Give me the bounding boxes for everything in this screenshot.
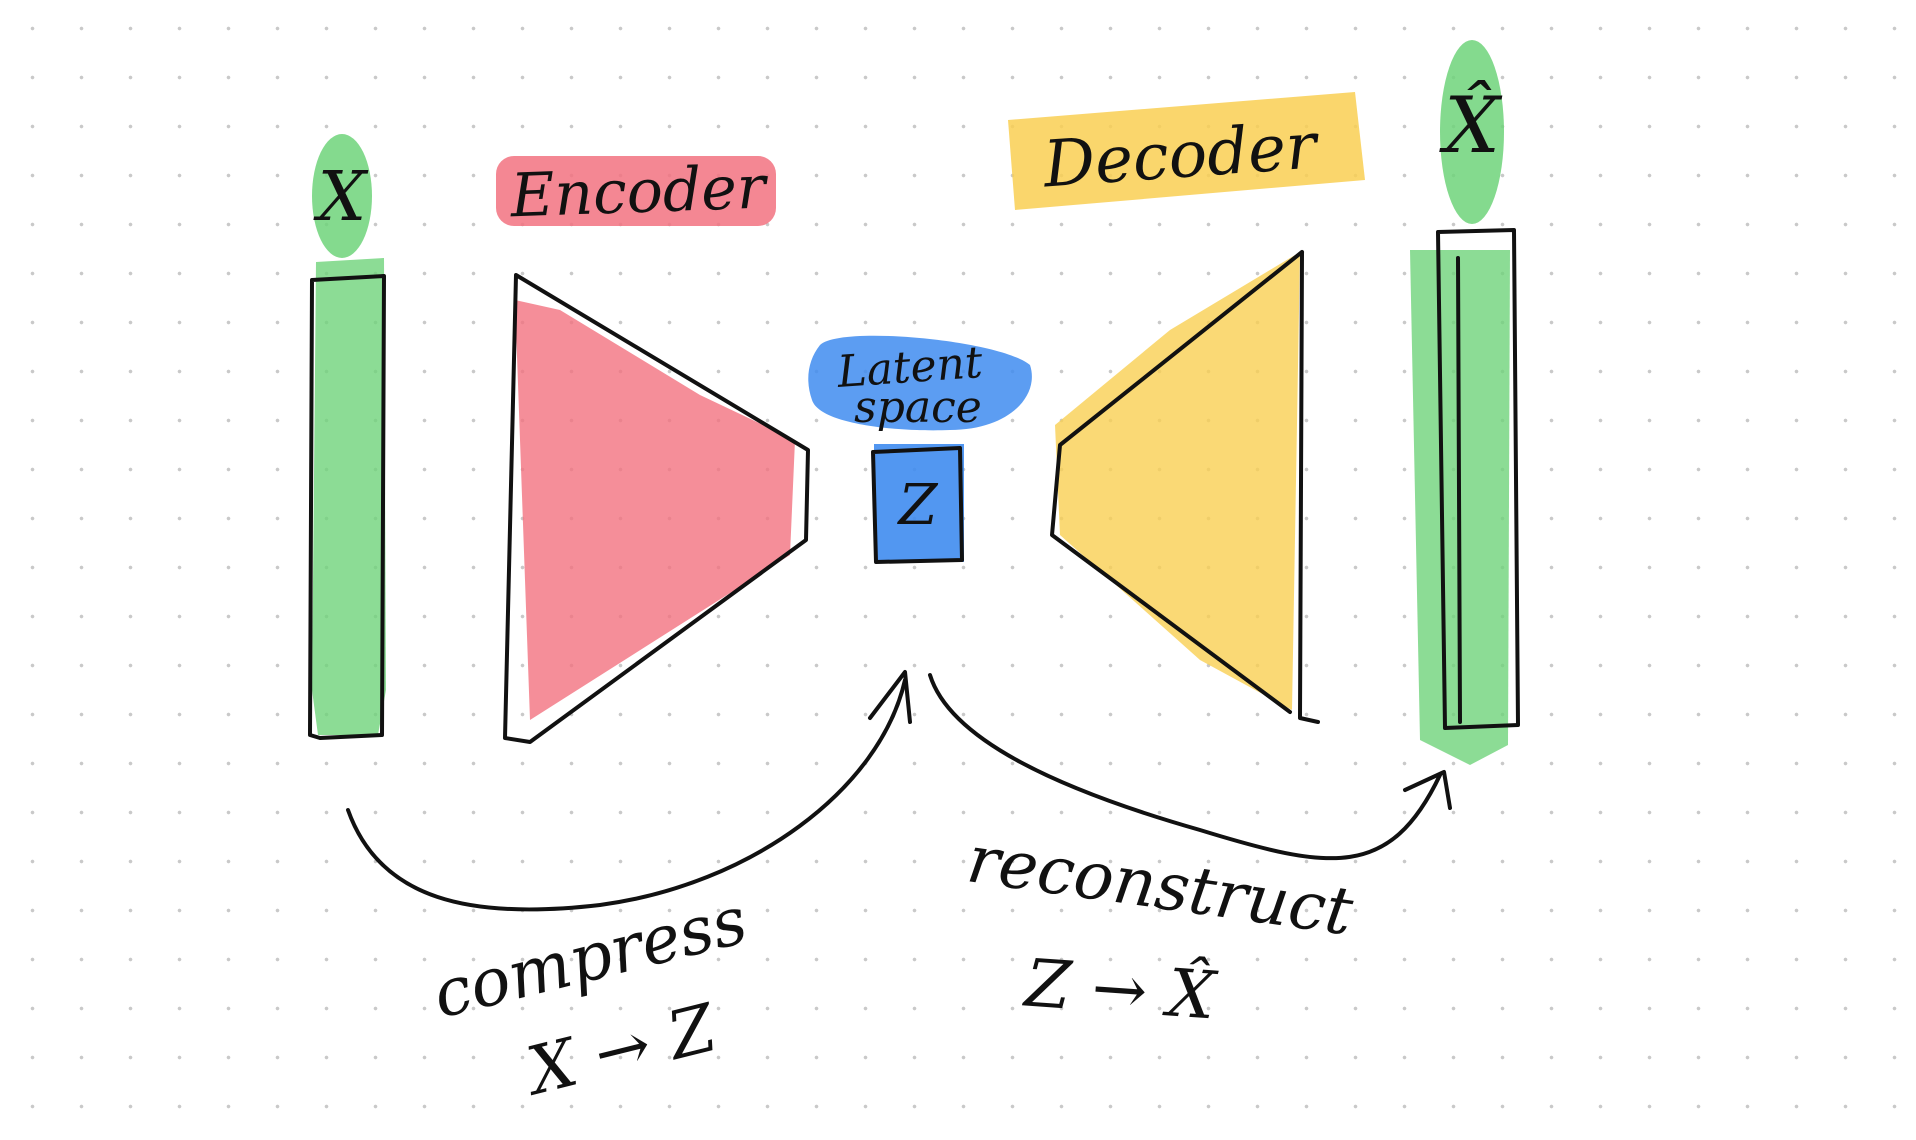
- encoder-trapezoid-outline: [503, 273, 810, 744]
- marker-fills: [312, 40, 1510, 765]
- output-vector-inner-stroke: [1456, 256, 1462, 724]
- encoder-fill: [515, 300, 795, 720]
- decoder-trapezoid-outline: [1050, 250, 1320, 724]
- decoder-label-highlight: [1008, 92, 1365, 210]
- compress-arrow: [346, 678, 907, 912]
- output-vector-outline: [1436, 228, 1520, 730]
- latent-symbol: Z: [898, 473, 938, 538]
- decoder-fill: [1055, 252, 1300, 710]
- latent-label-highlight: [808, 335, 1032, 431]
- input-label-highlight: [312, 134, 372, 258]
- encoder-label-highlight: [496, 156, 776, 226]
- reconstruct-mapping: Z → X̂: [1022, 944, 1218, 1035]
- input-vector-outline: [308, 274, 386, 740]
- latent-vector-outline: [871, 446, 964, 564]
- encoder-label: Encoder: [509, 152, 767, 232]
- input-label: X: [317, 158, 367, 237]
- output-label: X̂: [1444, 81, 1500, 171]
- compress-arrowhead: [868, 670, 912, 724]
- reconstruct-arrowhead: [1403, 770, 1452, 810]
- ink-outlines: [308, 228, 1520, 912]
- input-vector-fill: [312, 258, 386, 735]
- decoder-label: Decoder: [1041, 109, 1319, 203]
- reconstruct-arrow: [928, 673, 1442, 861]
- latent-vector-fill: [874, 444, 964, 562]
- latent-label-line2: space: [854, 382, 982, 433]
- output-label-highlight: [1440, 40, 1504, 224]
